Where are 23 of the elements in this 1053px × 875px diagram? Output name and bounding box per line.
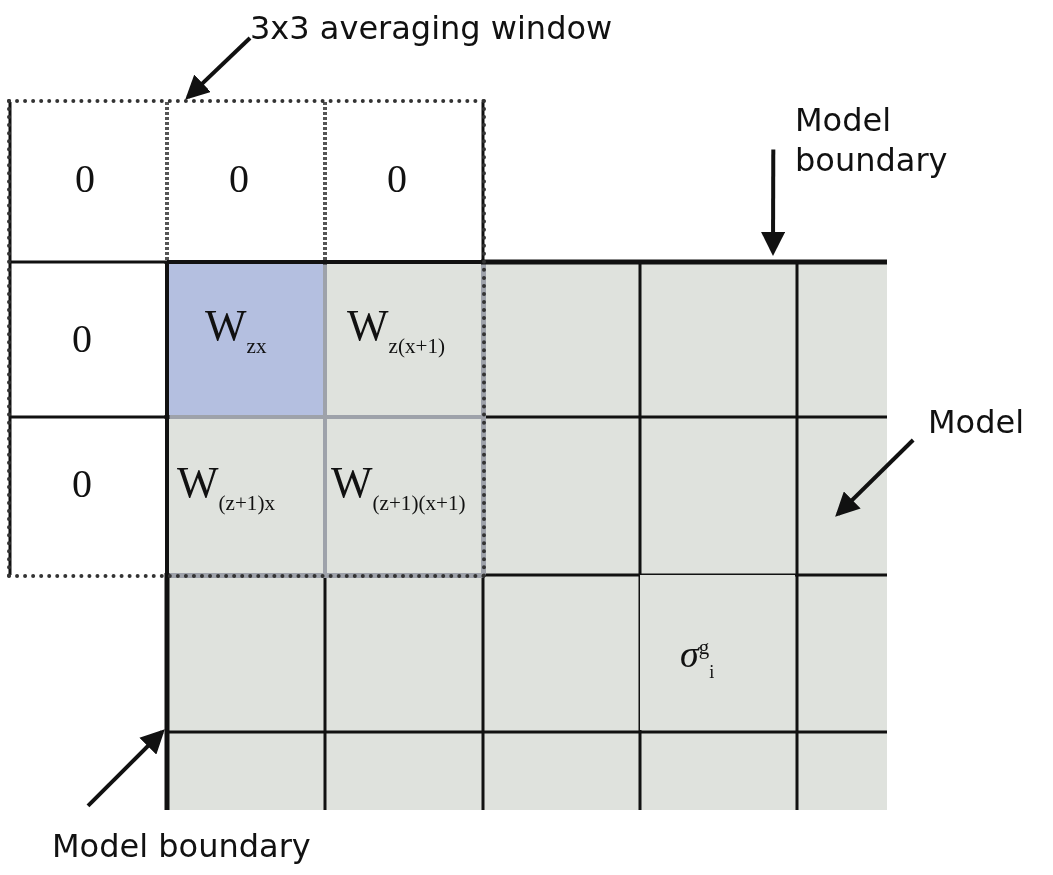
grid-cell bbox=[169, 419, 323, 573]
grid-cell bbox=[327, 264, 481, 415]
averaging-window-outline bbox=[7, 99, 486, 578]
grid-cell bbox=[169, 264, 323, 415]
callout-text: Model boundary bbox=[52, 804, 452, 866]
cell-value: 0 bbox=[72, 319, 92, 359]
callout-text: 3x3 averaging window bbox=[250, 8, 730, 48]
grid-cell bbox=[640, 575, 795, 730]
cell-value: W$_{zx}$ bbox=[205, 304, 267, 357]
cell-value: 0 bbox=[229, 159, 249, 199]
leader-arrow bbox=[835, 438, 915, 517]
cell-value: W$_{(z+1)x}$ bbox=[177, 461, 275, 514]
cell-value: 0 bbox=[72, 464, 92, 504]
cell-value: W$_{(z+1)(x+1)}$ bbox=[331, 461, 466, 514]
cell-value: W$_{z(x+1)}$ bbox=[347, 304, 445, 357]
cell-value: 0 bbox=[387, 159, 407, 199]
callout-text: Model bbox=[910, 402, 1053, 442]
grid-cell bbox=[327, 419, 481, 573]
leader-arrow bbox=[185, 36, 252, 100]
leader-arrow bbox=[761, 149, 786, 256]
cell-value: 0 bbox=[75, 159, 95, 199]
leader-arrow bbox=[86, 729, 165, 808]
callout-text: Model boundary bbox=[770, 100, 1045, 180]
